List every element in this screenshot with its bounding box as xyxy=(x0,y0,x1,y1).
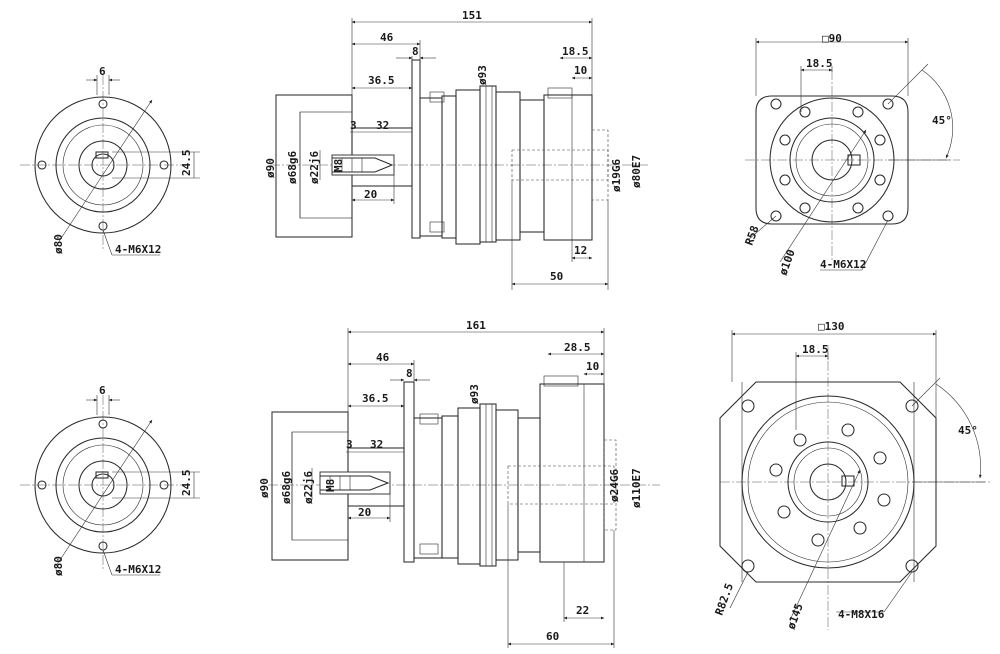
upper-out-small: 12 xyxy=(574,244,587,257)
upper-shaft-dia: ø22j6 xyxy=(308,151,321,184)
lower-flange-thickness: 8 xyxy=(406,367,413,380)
lower-shaft-length: 36.5 xyxy=(362,392,389,405)
lower-tap-depth: 20 xyxy=(358,506,371,519)
upper-spigot-dia: ø68g6 xyxy=(286,151,299,184)
lower-front-small-view: 6 24.5 ø80 4-M6X12 xyxy=(20,384,200,576)
upper-out-pilot: ø80E7 xyxy=(630,155,643,188)
lower-key-offset: 3 xyxy=(346,438,353,451)
lower-angle: 45° xyxy=(958,424,978,437)
upper-square-dim: □90 xyxy=(822,32,842,45)
lower-front-small-top-dim: 6 xyxy=(99,384,106,397)
lower-out-flange: 28.5 xyxy=(564,341,591,354)
upper-out-bore: ø19G6 xyxy=(610,159,623,192)
lower-front-large-bolt: 4-M8X16 xyxy=(838,608,885,621)
upper-radius: R58 xyxy=(743,224,762,247)
upper-front-small-bolt: 4-M6X12 xyxy=(115,243,161,256)
upper-side-view: 151 46 8 36.5 3 32 20 ø93 ø90 ø68g6 ø22j… xyxy=(264,9,650,290)
upper-tap-depth: 20 xyxy=(364,188,377,201)
upper-front-small-view: 6 24.5 ø80 4-M6X12 xyxy=(20,65,200,256)
lower-front-small-dia: ø80 xyxy=(52,556,65,576)
upper-flange-length: 46 xyxy=(380,31,394,44)
lower-total-length: 161 xyxy=(466,319,486,332)
lower-front-small-bolt: 4-M6X12 xyxy=(115,563,161,576)
lower-out-small: 22 xyxy=(576,604,589,617)
upper-angle: 45° xyxy=(932,114,952,127)
upper-key-offset: 3 xyxy=(350,119,357,132)
lower-out-length: 60 xyxy=(546,630,559,643)
lower-out-thickness: 10 xyxy=(586,360,599,373)
upper-front-large-view: □90 18.5 45° R58 ø100 4-M6X12 xyxy=(743,32,960,277)
lower-square-dim: □130 xyxy=(818,320,845,333)
upper-out-flange: 18.5 xyxy=(562,45,589,58)
lower-offset-dim: 18.5 xyxy=(802,343,829,356)
upper-pilot-dia: ø90 xyxy=(264,158,277,178)
upper-total-length: 151 xyxy=(462,9,482,22)
upper-out-thickness: 10 xyxy=(574,64,587,77)
lower-thread: M8 xyxy=(324,479,337,492)
lower-radius: R82.5 xyxy=(713,581,737,617)
lower-shaft-dia: ø22j6 xyxy=(302,471,315,504)
lower-pcd: ø145 xyxy=(785,602,806,631)
lower-front-large-view: □130 18.5 45° R82.5 ø145 4-M8X16 xyxy=(713,320,990,631)
upper-flange-thickness: 8 xyxy=(412,45,419,58)
upper-out-length: 50 xyxy=(550,270,563,283)
upper-body-dia: ø93 xyxy=(476,65,489,85)
lower-flange-length: 46 xyxy=(376,351,390,364)
lower-pilot-dia: ø90 xyxy=(258,478,271,498)
upper-front-small-dia: ø80 xyxy=(52,234,65,254)
lower-out-bore: ø24G6 xyxy=(608,469,621,502)
upper-front-large-bolt: 4-M6X12 xyxy=(820,258,866,271)
upper-thread: M8 xyxy=(332,159,345,172)
lower-side-view: 161 46 8 36.5 3 32 20 ø93 ø90 ø68g6 ø22j… xyxy=(258,319,660,648)
upper-front-small-top-dim: 6 xyxy=(99,65,106,78)
upper-offset-dim: 18.5 xyxy=(806,57,833,70)
lower-key-length: 32 xyxy=(370,438,383,451)
lower-front-small-side-dim: 24.5 xyxy=(180,470,193,497)
upper-shaft-length: 36.5 xyxy=(368,74,395,87)
upper-front-small-side-dim: 24.5 xyxy=(180,150,193,177)
upper-pcd: ø100 xyxy=(777,248,798,277)
lower-out-pilot: ø110E7 xyxy=(630,468,643,508)
upper-key-length: 32 xyxy=(376,119,389,132)
lower-body-dia: ø93 xyxy=(468,384,481,404)
lower-spigot-dia: ø68g6 xyxy=(280,471,293,504)
